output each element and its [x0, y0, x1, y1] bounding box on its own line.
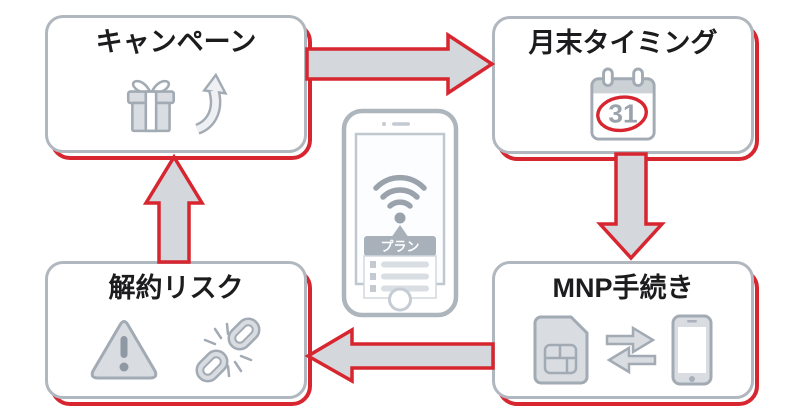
- node-cancel-risk-box: 解約リスク: [45, 261, 307, 399]
- node-mnp-box: MNP手続き: [492, 261, 754, 399]
- node-mnp-label: MNP手続き: [552, 273, 694, 303]
- node-cancel-risk: 解約リスク: [45, 261, 312, 406]
- node-mnp: MNP手続き: [492, 261, 759, 406]
- gift-icon: [126, 80, 175, 133]
- plan-popup-title: プラン: [380, 239, 419, 254]
- arrow-month-end-to-mnp: [596, 152, 666, 261]
- sim-card-icon: [533, 315, 589, 385]
- phone-speaker: [392, 122, 410, 126]
- node-month-end-label: 月末タイミング: [528, 28, 718, 58]
- phone-home-button: [388, 287, 412, 312]
- plan-popup-header: [364, 236, 436, 256]
- node-cancel-risk-label: 解約リスク: [108, 273, 244, 303]
- node-cancel-risk-icons: [85, 304, 267, 396]
- node-mnp-icons: [531, 304, 715, 396]
- broken-chain-icon: [195, 317, 261, 383]
- smartphone-icon: [671, 314, 713, 386]
- warning-triangle-icon: [90, 320, 158, 380]
- wifi-icon: [373, 174, 427, 224]
- arrow-campaign-to-month-end: [305, 31, 496, 97]
- plan-popup-pointer: [391, 225, 409, 238]
- calendar-icon: 31: [590, 67, 656, 141]
- calendar-day: 31: [608, 99, 637, 129]
- node-campaign-box: キャンペーン: [45, 15, 307, 153]
- curved-up-arrow-icon: [194, 73, 228, 135]
- center-smartphone: プラン: [341, 108, 459, 318]
- node-month-end: 月末タイミング 31: [492, 16, 759, 161]
- node-month-end-box: 月末タイミング 31: [492, 16, 754, 154]
- node-campaign: キャンペーン: [45, 15, 312, 160]
- node-month-end-icons: 31: [587, 59, 659, 151]
- phone-camera-dot: [382, 122, 386, 126]
- arrow-mnp-to-cancel-risk: [304, 326, 495, 385]
- arrow-cancel-risk-to-campaign: [142, 153, 206, 264]
- node-campaign-label: キャンペーン: [95, 27, 257, 57]
- node-campaign-icons: [121, 58, 231, 150]
- swap-arrows-icon: [605, 325, 657, 375]
